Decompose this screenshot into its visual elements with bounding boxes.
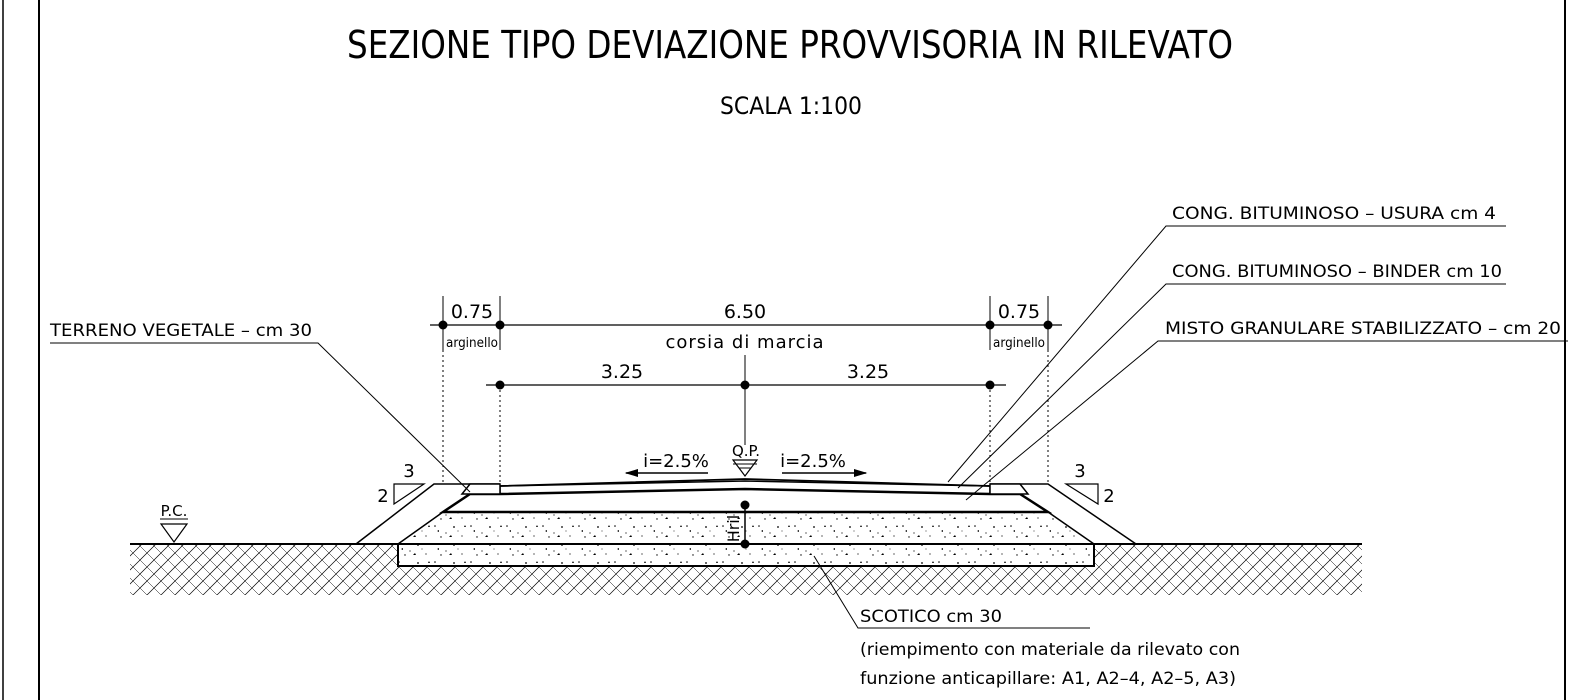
- extension-lines: [442, 350, 1049, 484]
- label-usura: CONG. BITUMINOSO – USURA cm 4: [1172, 204, 1496, 224]
- slope-left-v: 2: [377, 486, 388, 507]
- arginello-label-right: arginello: [993, 336, 1045, 351]
- qp-label: Q.P.: [732, 442, 760, 460]
- embankment-fill: [395, 511, 1097, 545]
- leader-lines: [50, 225, 1568, 629]
- lane-width-right: 3.25: [847, 361, 889, 383]
- arginello-right: [989, 483, 1030, 495]
- label-misto: MISTO GRANULARE STABILIZZATO – cm 20: [1165, 319, 1561, 339]
- lane-width-left: 3.25: [601, 361, 643, 383]
- slope-ratio-right: [1063, 483, 1099, 506]
- slope-right-h: 3: [1074, 461, 1085, 482]
- pc-marker: [159, 518, 189, 544]
- slope-left-h: 3: [403, 461, 414, 482]
- arginello-label-left: arginello: [446, 336, 498, 351]
- arginello-left: [460, 483, 501, 495]
- arginello-width-right: 0.75: [998, 301, 1040, 323]
- arginello-width-left: 0.75: [451, 301, 493, 323]
- carriageway-label: corsia di marcia: [665, 332, 824, 353]
- drawing-scale: SCALA 1:100: [720, 92, 862, 120]
- drawing-title: SEZIONE TIPO DEVIAZIONE PROVVISORIA IN R…: [347, 23, 1233, 67]
- qp-marker: [731, 459, 759, 477]
- slope-ratio-left: [393, 483, 426, 506]
- usura-layer: [499, 478, 991, 487]
- carriageway-width: 6.50: [724, 301, 766, 323]
- hril-label: Hril.: [724, 510, 743, 543]
- pc-label: P.C.: [161, 502, 188, 520]
- slope-right-v: 2: [1103, 486, 1114, 507]
- dimension-top: [430, 296, 1062, 350]
- label-terreno: TERRENO VEGETALE – cm 30: [49, 321, 312, 341]
- center-axis: [740, 355, 750, 549]
- crossfall-right-label: i=2.5%: [780, 451, 846, 472]
- label-binder: CONG. BITUMINOSO – BINDER cm 10: [1172, 262, 1502, 282]
- dimension-lanes: [486, 380, 1006, 390]
- scotico-line1: SCOTICO cm 30: [860, 607, 1002, 627]
- scotico-line3: funzione anticapillare: A1, A2–4, A2–5, …: [860, 669, 1236, 689]
- crossfall-left-label: i=2.5%: [643, 451, 709, 472]
- scotico-line2: (riempimento con materiale da rilevato c…: [860, 640, 1240, 660]
